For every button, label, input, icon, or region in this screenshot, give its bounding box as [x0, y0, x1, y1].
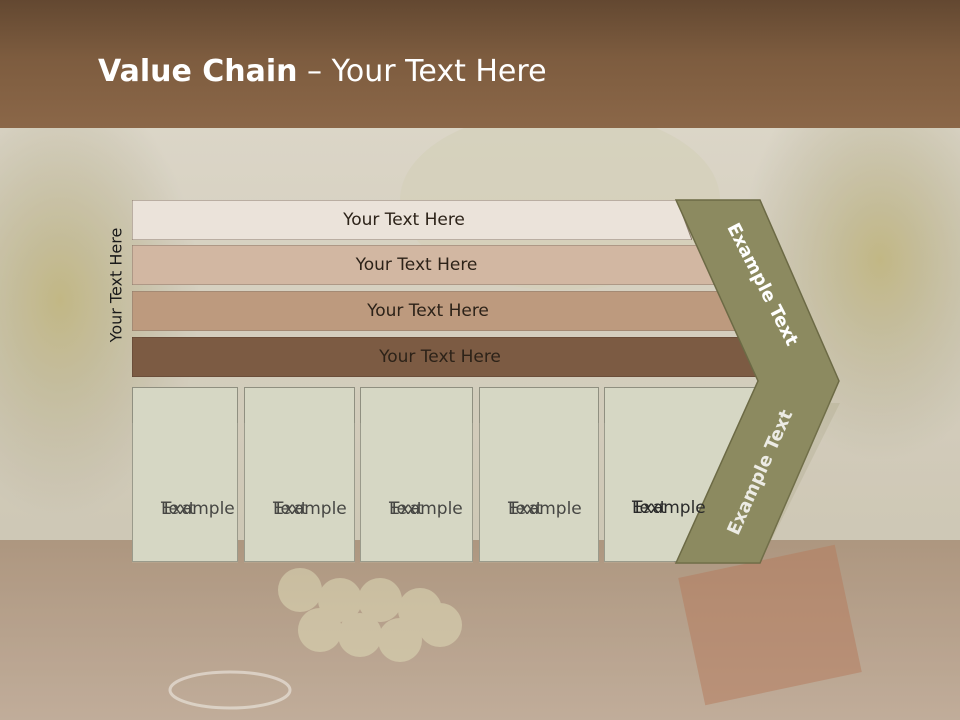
- title-bold: Value Chain: [98, 54, 298, 89]
- bar-1-label: Your Text Here: [343, 210, 465, 230]
- bar-1: Your Text Here: [132, 200, 692, 240]
- title-bar: Value Chain – Your Text Here: [0, 0, 960, 128]
- bar-4: Your Text Here: [132, 337, 764, 377]
- box-3-line1: Example: [389, 499, 463, 519]
- box-5-line2: Text: [632, 498, 667, 518]
- box-2-line1: Example: [273, 499, 347, 519]
- box-1-line2: Text: [161, 499, 196, 519]
- bar-2-label: Your Text Here: [355, 255, 478, 275]
- box-1-line1: Example: [161, 499, 235, 519]
- side-label-text: Your Text Here: [106, 227, 126, 343]
- slide-title: Value Chain – Your Text Here: [98, 54, 547, 89]
- box-3-line2: Text: [389, 499, 424, 519]
- title-rest: – Your Text Here: [297, 54, 547, 89]
- bar-3: Your Text Here: [132, 291, 740, 331]
- side-label: Your Text Here: [96, 220, 136, 350]
- bar-3-label: Your Text Here: [367, 301, 489, 321]
- bar-4-label: Your Text Here: [379, 347, 501, 367]
- box-4-line1: Example: [508, 499, 582, 519]
- box-2-line2: Text: [273, 499, 308, 519]
- box-4-line2: Text: [508, 499, 543, 519]
- bar-2: Your Text Here: [132, 245, 717, 285]
